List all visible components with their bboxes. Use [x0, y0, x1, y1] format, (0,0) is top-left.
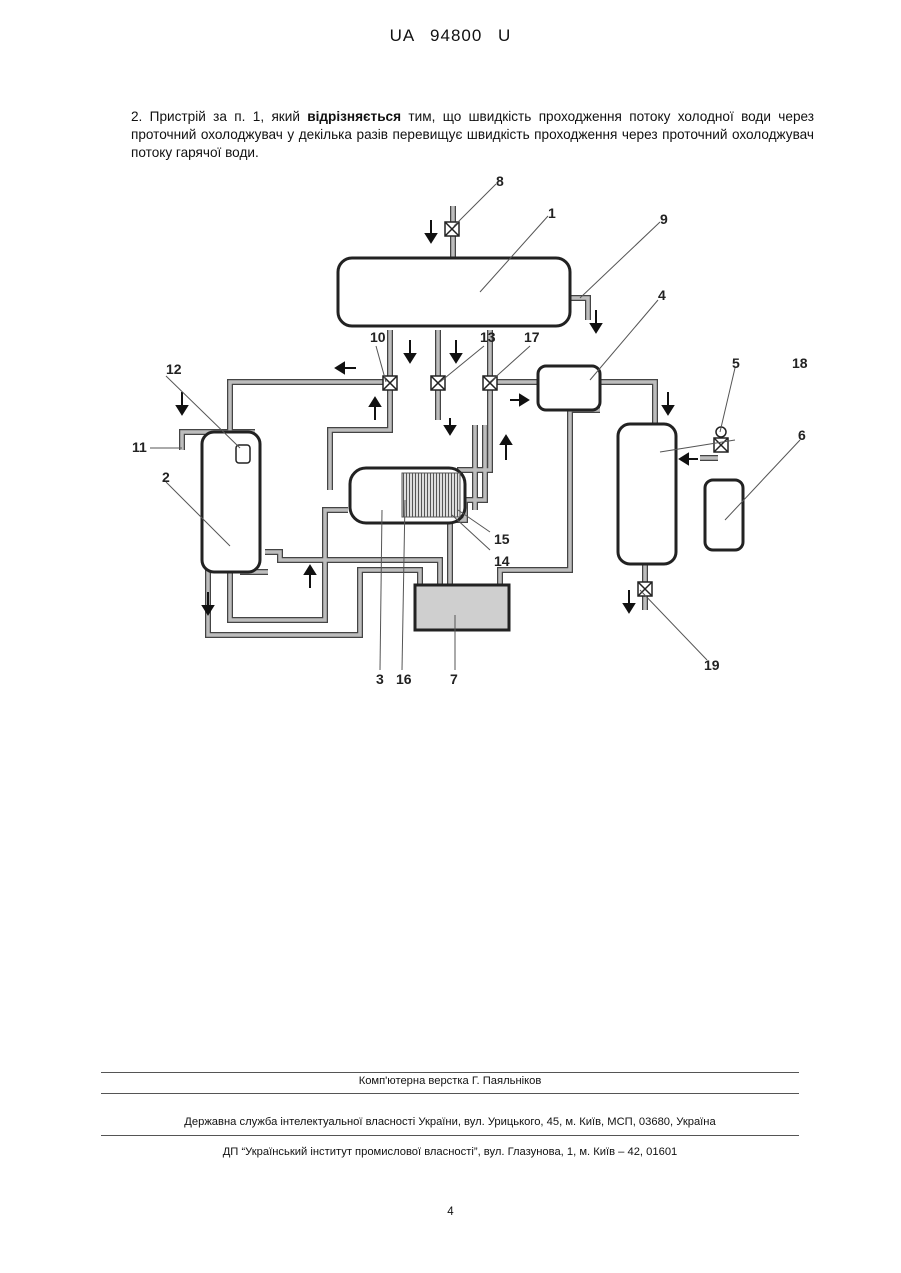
figure-label-1: 1 — [548, 205, 556, 221]
figure-label-7: 7 — [450, 671, 458, 687]
patent-header: UA 94800 U — [0, 26, 901, 46]
footer-rule-middle — [101, 1093, 799, 1094]
figure-label-5: 5 — [732, 355, 740, 371]
figure-label-18: 18 — [792, 355, 808, 371]
claim-emphasis: відрізняється — [307, 109, 401, 124]
figure-label-13: 13 — [480, 329, 496, 345]
figure-label-8: 8 — [496, 173, 504, 189]
figure-label-14: 14 — [494, 553, 510, 569]
figure-label-3: 3 — [376, 671, 384, 687]
figure-label-12: 12 — [166, 361, 182, 377]
footer-typesetting: Комп'ютерна верстка Г. Паяльніков — [101, 1075, 799, 1087]
footer-rule-top — [101, 1072, 799, 1073]
figure-label-6: 6 — [798, 427, 806, 443]
figure-label-17: 17 — [524, 329, 540, 345]
figure-label-9: 9 — [660, 211, 668, 227]
page-number: 4 — [0, 1206, 901, 1218]
figure-label-15: 15 — [494, 531, 510, 547]
figure-label-2: 2 — [162, 469, 170, 485]
claim-paragraph: 2. Пристрій за п. 1, який відрізняється … — [131, 108, 814, 162]
figure-label-19: 19 — [704, 657, 720, 673]
figure-label-16: 16 — [396, 671, 412, 687]
claim-text-start: 2. Пристрій за п. 1, який — [131, 109, 307, 124]
figure-label-4: 4 — [658, 287, 666, 303]
apparatus-diagram: 12345678910111213141516171819 — [120, 170, 820, 700]
figure-label-11: 11 — [132, 439, 147, 455]
footer-rule-bottom — [101, 1135, 799, 1136]
footer-agency: Державна служба інтелектуальної власност… — [101, 1116, 799, 1128]
footer-institute: ДП “Український інститут промислової вла… — [101, 1146, 799, 1158]
figure-label-10: 10 — [370, 329, 386, 345]
